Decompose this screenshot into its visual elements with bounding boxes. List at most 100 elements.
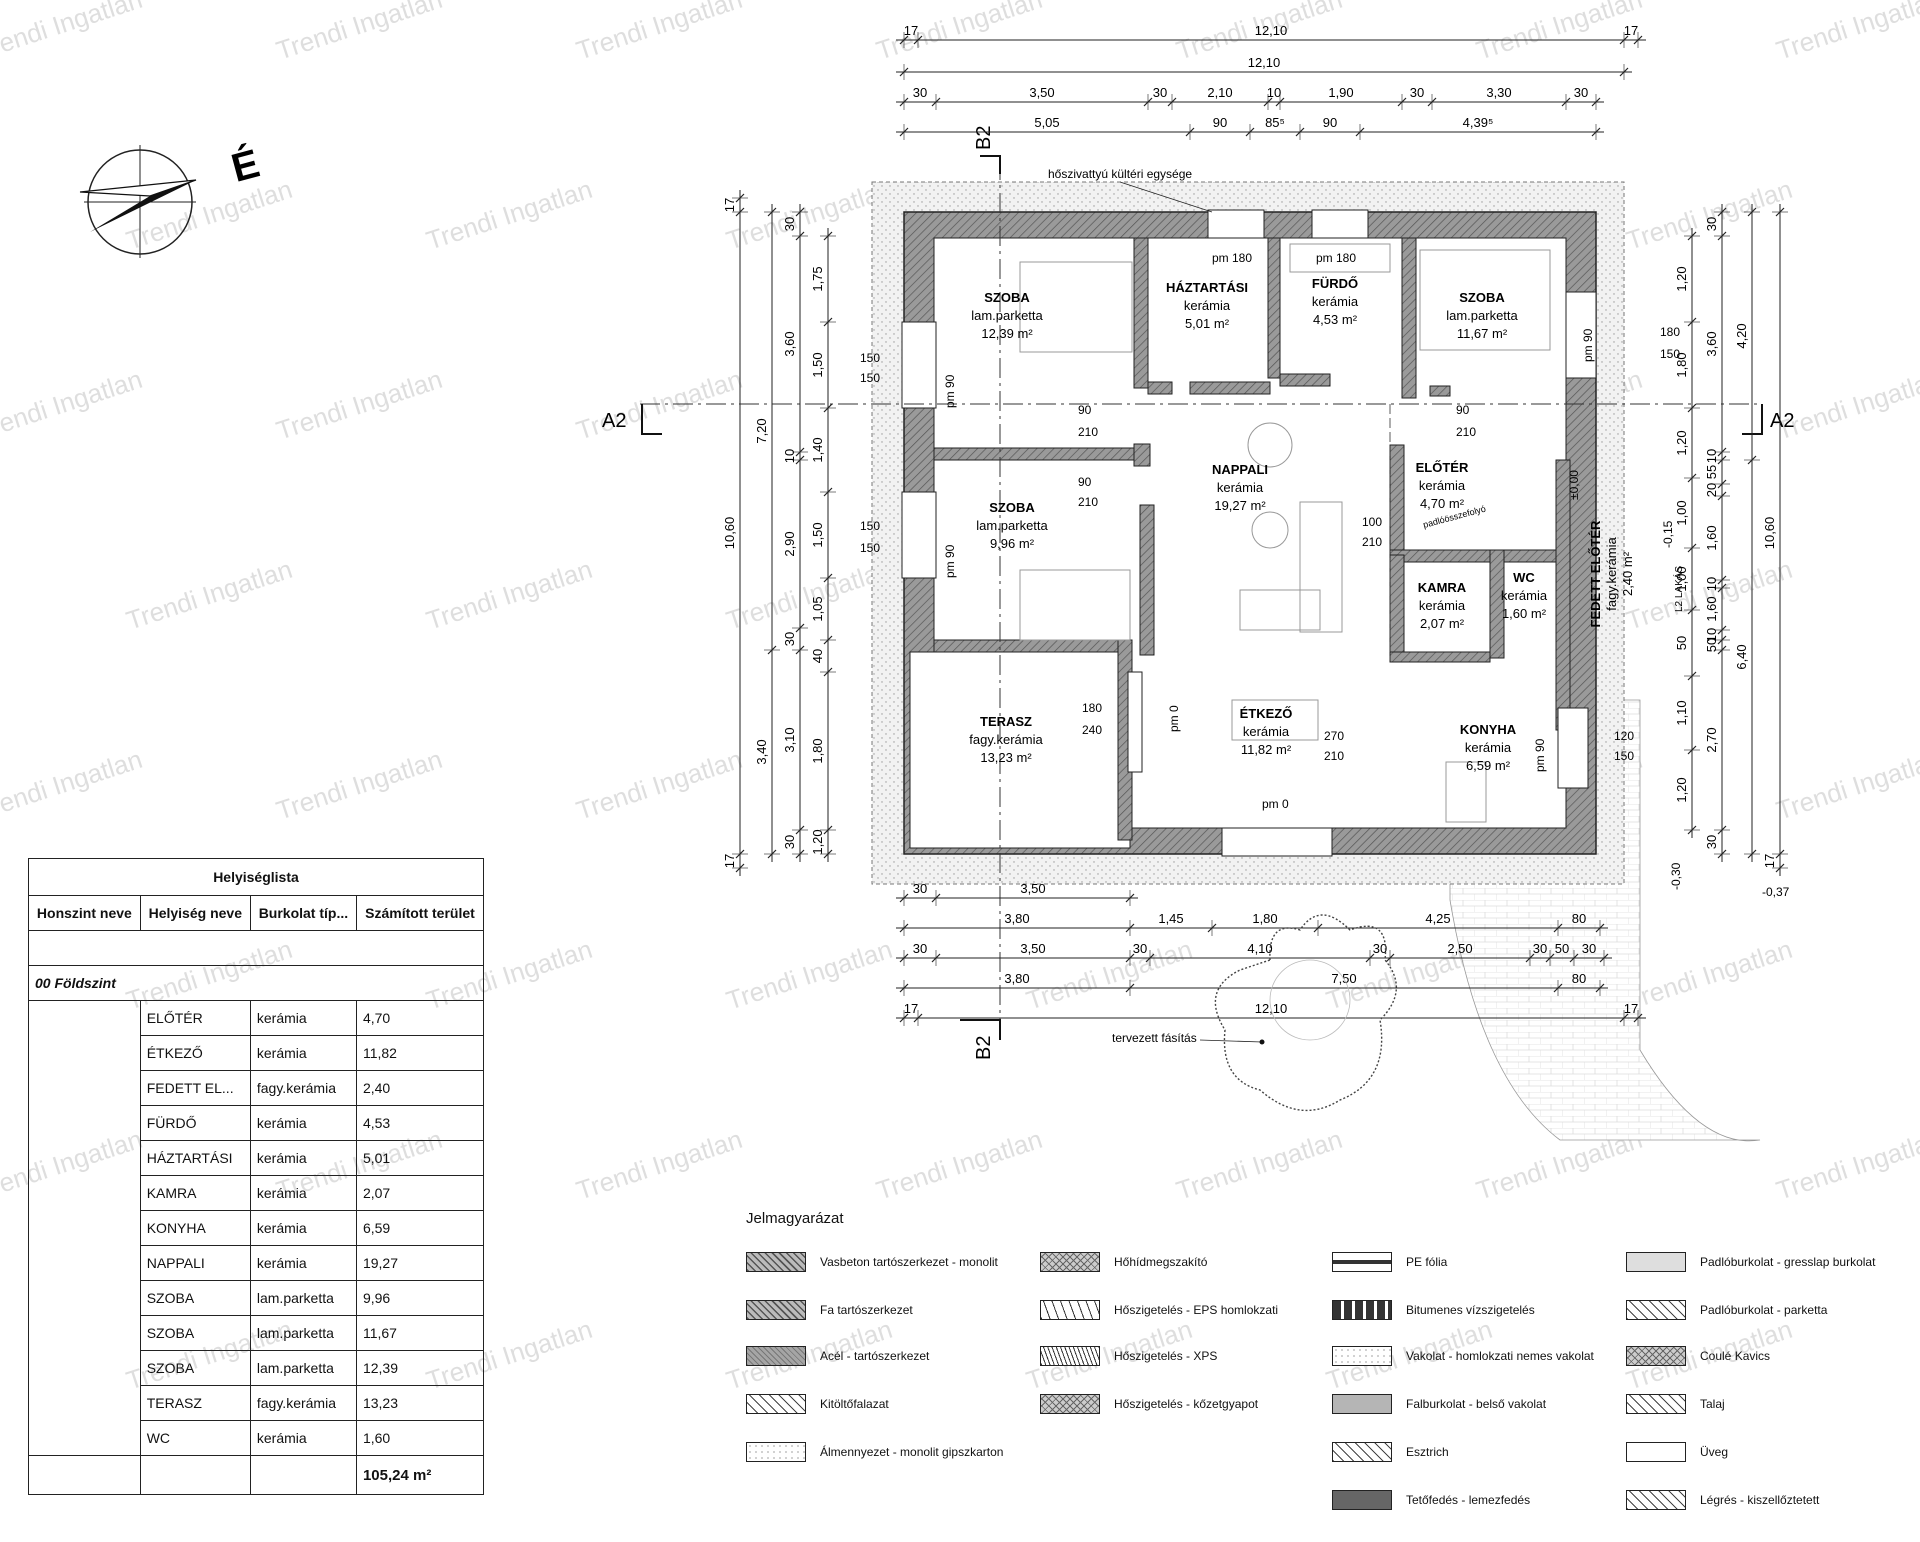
svg-text:11,67 m²: 11,67 m² xyxy=(1457,326,1508,341)
svg-text:pm 90: pm 90 xyxy=(943,374,957,408)
cell-room: TERASZ xyxy=(139,1385,251,1421)
legend-label: Bitumenes vízszigetelés xyxy=(1406,1303,1535,1317)
svg-text:150: 150 xyxy=(860,541,880,555)
svg-text:kerámia: kerámia xyxy=(1501,588,1548,603)
cell-room: KONYHA xyxy=(139,1210,251,1246)
watermark-text: Trendi Ingatlan xyxy=(1173,1124,1346,1206)
dimension-label: 30 xyxy=(1533,941,1547,956)
col-header-level: Honszint neve xyxy=(28,895,141,931)
dimension-label: 17 xyxy=(722,198,737,212)
section-label-b-bottom: B2 xyxy=(973,1036,995,1060)
dimension-label: 12,10 xyxy=(1248,55,1281,70)
svg-text:-0,30: -0,30 xyxy=(1669,862,1683,890)
svg-text:NAPPALI: NAPPALI xyxy=(1212,462,1268,477)
legend-swatch xyxy=(1040,1252,1100,1272)
dimension-label: 4,10 xyxy=(1247,941,1272,956)
dimension-label: 30 xyxy=(913,85,927,100)
dimension-label: 3,50 xyxy=(1020,881,1045,896)
svg-text:13,23 m²: 13,23 m² xyxy=(980,750,1032,765)
dimension-label: 1,20 xyxy=(1674,430,1689,455)
svg-text:150: 150 xyxy=(1614,749,1634,763)
legend-swatch xyxy=(1626,1346,1686,1366)
svg-text:12,39 m²: 12,39 m² xyxy=(981,326,1033,341)
section-label-a-right: A2 xyxy=(1770,410,1794,432)
heatpump-note: hőszivattyú kültéri egysége xyxy=(1048,167,1192,181)
dimension-label: 30 xyxy=(1410,85,1424,100)
dimension-label: 3,60 xyxy=(1704,331,1719,356)
legend-item: Tetőfedés - lemezfedés xyxy=(1332,1490,1530,1510)
dimension-label: 17 xyxy=(1762,854,1777,868)
legend-item: Álmennyezet - monolit gipszkarton xyxy=(746,1442,1003,1462)
watermark-text: Trendi Ingatlan xyxy=(723,554,896,636)
watermark-text: Trendi Ingatlan xyxy=(423,174,596,256)
dimension-label: 20 xyxy=(1704,483,1719,497)
watermark-text: Trendi Ingatlan xyxy=(723,174,896,256)
dimension-label: 30 xyxy=(1582,941,1596,956)
cell-area: 11,67 xyxy=(355,1315,485,1351)
schedule-level: 00 Földszint xyxy=(28,965,484,1001)
svg-text:210: 210 xyxy=(1324,749,1344,763)
watermark-text: Trendi Ingatlan xyxy=(273,744,446,826)
cell-room: HÁZTARTÁSI xyxy=(139,1140,251,1176)
dimension-label: 1,20 xyxy=(1674,266,1689,291)
col-header-area: Számított terület xyxy=(355,895,485,931)
svg-text:210: 210 xyxy=(1078,495,1098,509)
dimension-label: 30 xyxy=(1704,835,1719,849)
legend-label: Vakolat - homlokzati nemes vakolat xyxy=(1406,1349,1594,1363)
legend-swatch xyxy=(1626,1442,1686,1462)
dimension-label: 30 xyxy=(782,217,797,231)
dimension-label: 10 xyxy=(782,449,797,463)
svg-text:150: 150 xyxy=(860,351,880,365)
dimension-label: 4,39⁵ xyxy=(1463,115,1494,130)
svg-text:180: 180 xyxy=(1660,325,1680,339)
legend-label: Álmennyezet - monolit gipszkarton xyxy=(820,1445,1004,1459)
legend-swatch xyxy=(746,1346,806,1366)
dimension-label: 5,05 xyxy=(1034,115,1059,130)
svg-text:SZOBA: SZOBA xyxy=(989,500,1035,515)
dimension-label: 6,40 xyxy=(1734,644,1749,669)
svg-text:±0,00: ±0,00 xyxy=(1567,470,1581,500)
svg-text:lam.parketta: lam.parketta xyxy=(976,518,1048,533)
dimension-label: 90 xyxy=(1323,115,1337,130)
cell-area: 2,40 xyxy=(355,1070,485,1106)
dimension-label: 30 xyxy=(1574,85,1588,100)
svg-text:fagy.kerámia: fagy.kerámia xyxy=(969,732,1043,747)
legend-label: Hőszigetelés - kőzetgyapot xyxy=(1114,1397,1259,1411)
svg-text:19,27 m²: 19,27 m² xyxy=(1214,498,1266,513)
cell-room: SZOBA xyxy=(139,1350,251,1386)
svg-text:-0,15: -0,15 xyxy=(1661,520,1675,548)
svg-text:210: 210 xyxy=(1456,425,1476,439)
col-header-floor: Burkolat típ... xyxy=(249,895,357,931)
cell-floor: kerámia xyxy=(249,1245,357,1281)
svg-text:kerámia: kerámia xyxy=(1465,740,1512,755)
svg-text:pm 0: pm 0 xyxy=(1262,797,1289,811)
tree-note: tervezett fásítás xyxy=(1112,1031,1197,1045)
watermark-text: Trendi Ingatlan xyxy=(873,0,1046,66)
dimension-label: 1,80 xyxy=(1674,352,1689,377)
legend-swatch xyxy=(746,1442,806,1462)
dimension-label: 30 xyxy=(782,632,797,646)
watermark-text: Trendi Ingatlan xyxy=(573,1124,746,1206)
cell-floor: lam.parketta xyxy=(249,1280,357,1316)
section-label-b-top: B2 xyxy=(973,126,995,150)
legend-label: Falburkolat - belső vakolat xyxy=(1406,1397,1547,1411)
svg-text:1,60 m²: 1,60 m² xyxy=(1502,606,1547,621)
svg-text:pm 0: pm 0 xyxy=(1167,705,1181,732)
legend-label: Hőszigetelés - EPS homlokzati xyxy=(1114,1303,1279,1317)
watermark-text: Trendi Ingatlan xyxy=(573,0,746,66)
svg-text:kerámia: kerámia xyxy=(1312,294,1359,309)
legend-item: Padlóburkolat - gresslap burkolat xyxy=(1626,1252,1875,1272)
cell-room: KAMRA xyxy=(139,1175,251,1211)
legend-swatch xyxy=(1332,1490,1392,1510)
dimension-label: 50 xyxy=(1704,638,1719,652)
legend-swatch xyxy=(1626,1252,1686,1272)
watermark-text: Trendi Ingatlan xyxy=(273,364,446,446)
watermark-text: Trendi Ingatlan xyxy=(0,0,146,66)
legend-swatch xyxy=(1040,1346,1100,1366)
